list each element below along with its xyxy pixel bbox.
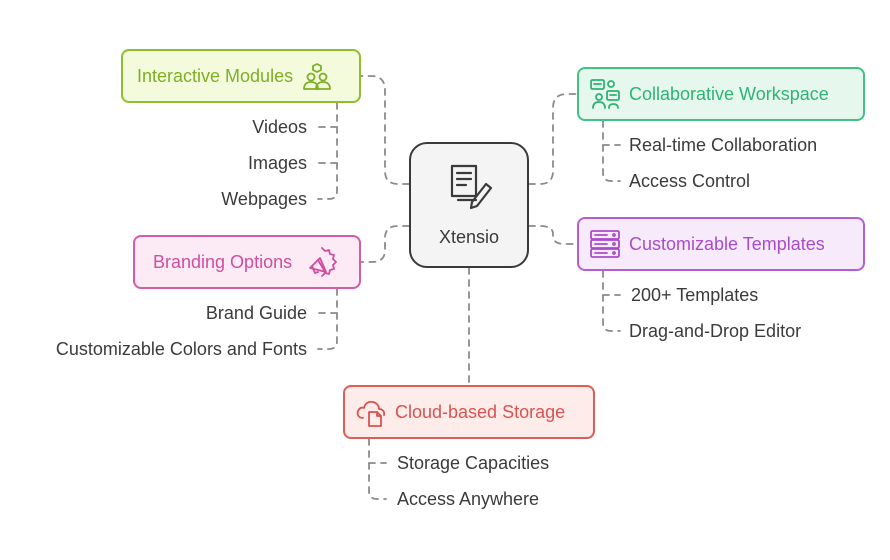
- branch-customizable-templates[interactable]: Customizable Templates: [577, 217, 865, 271]
- leaf-200-templates: 200+ Templates: [631, 285, 759, 305]
- connector-center-interactive: [360, 75, 410, 185]
- branch-templates-label: Customizable Templates: [629, 234, 825, 254]
- leaf-images: Images: [247, 153, 307, 173]
- branch-collab-label: Collaborative Workspace: [629, 84, 829, 104]
- connector-center-collab: [528, 93, 578, 185]
- connector-center-templates: [528, 225, 578, 245]
- branch-cloud-storage[interactable]: Cloud-based Storage: [343, 385, 595, 439]
- team-chat-icon: [589, 78, 621, 110]
- template-layers-icon: [589, 228, 621, 260]
- connector-branding-leaves: [317, 288, 338, 350]
- branch-interactive-label: Interactive Modules: [137, 66, 294, 86]
- connector-interactive-leaves: [317, 102, 338, 200]
- leaf-storage-capacities: Storage Capacities: [397, 453, 550, 473]
- leaf-realtime-collaboration: Real-time Collaboration: [629, 135, 818, 155]
- megaphone-badge-icon: [306, 246, 338, 278]
- leaf-access-control: Access Control: [629, 171, 751, 191]
- connector-templates-leaves: [602, 270, 621, 332]
- branch-collaborative-workspace[interactable]: Collaborative Workspace: [577, 67, 865, 121]
- center-label: Xtensio: [438, 227, 500, 247]
- center-node[interactable]: Xtensio: [409, 142, 529, 268]
- document-edit-icon: [444, 162, 494, 217]
- branch-interactive-modules[interactable]: Interactive Modules: [121, 49, 361, 103]
- cloud-file-icon: [355, 396, 387, 428]
- interaction-people-icon: [301, 60, 333, 92]
- connector-storage-leaves: [368, 438, 387, 500]
- leaf-custom-colors-fonts: Customizable Colors and Fonts: [55, 339, 307, 359]
- leaf-videos: Videos: [252, 117, 307, 137]
- leaf-webpages: Webpages: [221, 189, 307, 209]
- leaf-brand-guide: Brand Guide: [205, 303, 307, 323]
- connector-center-branding: [360, 225, 410, 263]
- branch-storage-label: Cloud-based Storage: [395, 402, 566, 422]
- branch-branding-options[interactable]: Branding Options: [133, 235, 361, 289]
- leaf-drag-drop-editor: Drag-and-Drop Editor: [629, 321, 802, 341]
- branch-branding-label: Branding Options: [153, 252, 293, 272]
- connector-collab-leaves: [602, 120, 621, 182]
- leaf-access-anywhere: Access Anywhere: [397, 489, 540, 509]
